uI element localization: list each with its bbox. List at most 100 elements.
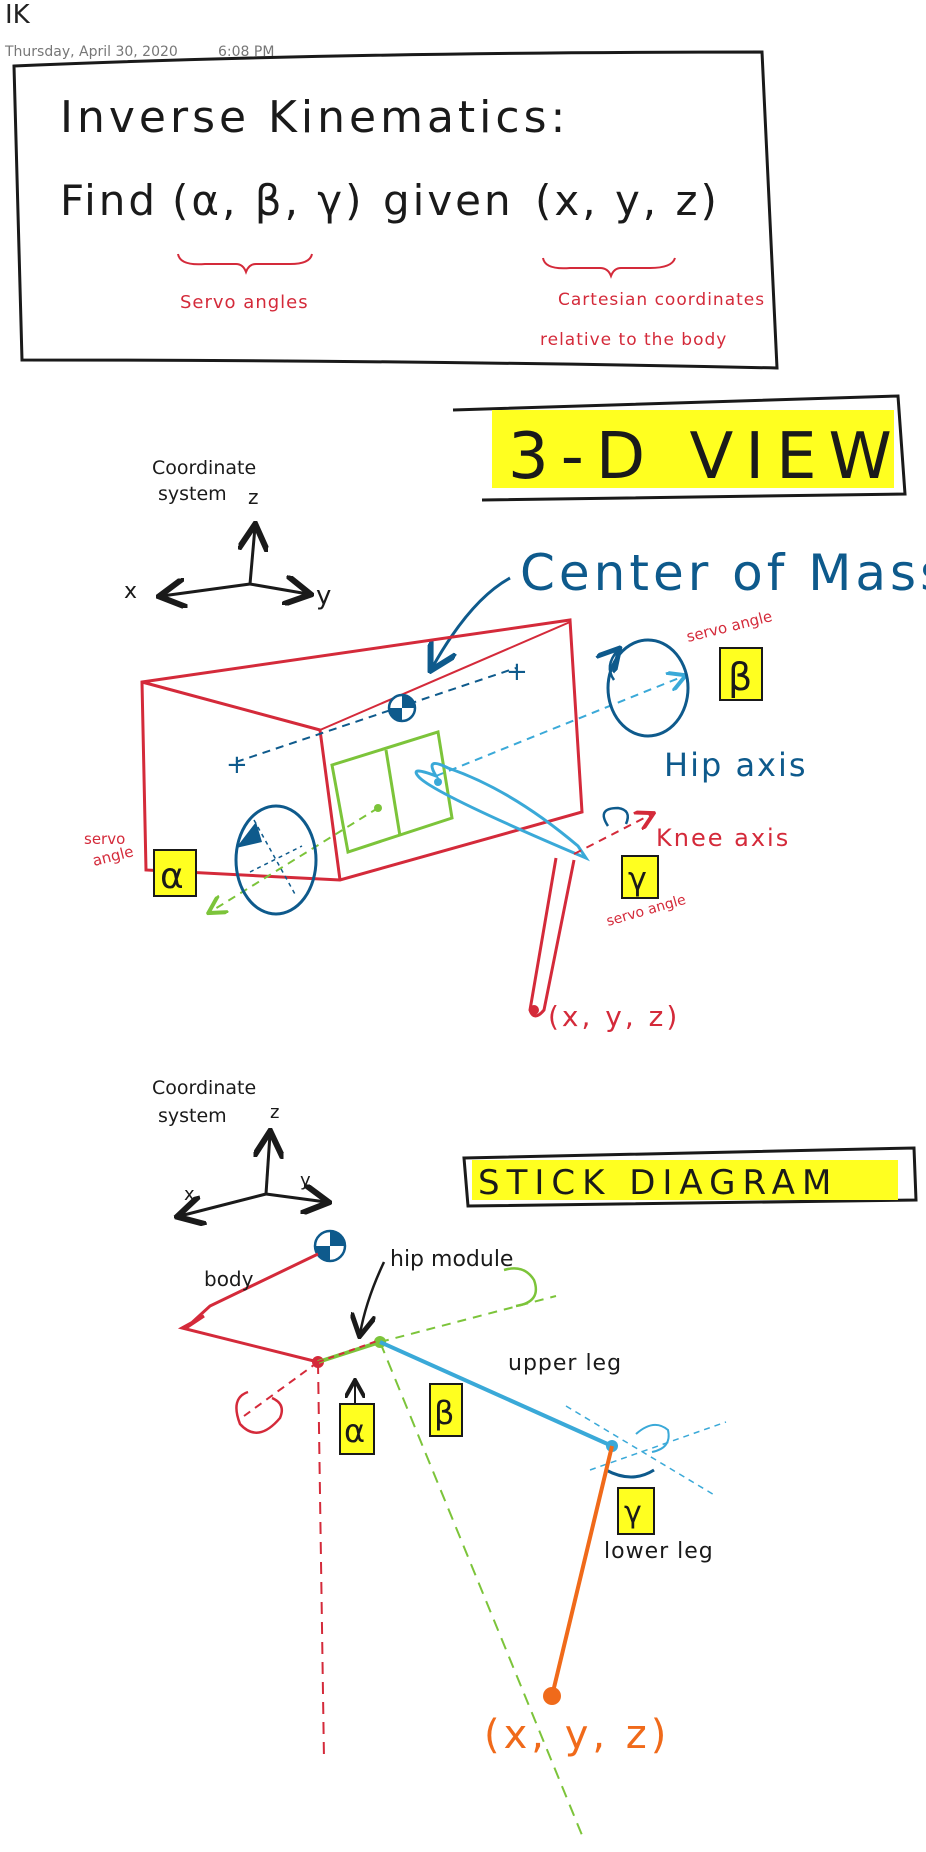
- page-title: IK: [5, 0, 30, 30]
- stick-alpha-vertical-dashed: [317, 1361, 325, 1761]
- cartesian-brace: [542, 257, 676, 279]
- stick-knee-axis-dashed-b: [589, 1421, 727, 1471]
- stick-center-of-mass-symbol: [313, 1229, 347, 1263]
- stick-axis-x-label: x: [184, 1184, 195, 1205]
- stick-axis-y-label: y: [300, 1170, 311, 1191]
- ik-coords: (x, y, z): [535, 176, 720, 225]
- view3d-axis-y-label: y: [316, 581, 331, 611]
- foot-point: [529, 1005, 539, 1015]
- robot-body-front-face: [141, 680, 342, 881]
- lower-leg-label: lower leg: [604, 1539, 714, 1564]
- stick-hip-rotation-arrow: [503, 1267, 538, 1308]
- knee-axis-label: Knee axis: [656, 824, 790, 852]
- view3d-banner-highlight: [492, 410, 894, 488]
- view3d-section: 3-D VIEW Coordinate system z x y Center …: [84, 394, 926, 1033]
- stick-beta-dashed: [379, 1341, 585, 1841]
- foot-label: (x, y, z): [548, 1000, 680, 1033]
- page-date: Thursday, April 30, 2020: [5, 44, 178, 60]
- alpha-rotation-spoke-a: [253, 819, 297, 897]
- view3d-axis-x-label: x: [124, 579, 137, 604]
- stick-banner-text: STICK DIAGRAM: [478, 1163, 838, 1203]
- stick-axis-z-arrow: [266, 1134, 270, 1195]
- view3d-coord-label-1: Coordinate: [152, 457, 256, 479]
- view3d-banner-frame: [452, 394, 907, 502]
- stick-axis-y-arrow: [265, 1194, 326, 1202]
- stick-alpha-label: α: [344, 1412, 365, 1450]
- alpha-label: α: [160, 856, 184, 897]
- stick-alpha-axis-dashed: [243, 1361, 319, 1417]
- hip-module-divider: [384, 749, 402, 837]
- hip-module-pointer: [360, 1261, 386, 1334]
- stick-alpha-highlight-box: [339, 1403, 375, 1455]
- hip-module-label: hip module: [390, 1247, 513, 1272]
- upper-leg-label: upper leg: [508, 1351, 622, 1376]
- page-time: 6:08 PM: [218, 44, 275, 60]
- ik-box-outline: [12, 50, 779, 370]
- body-axis-mark-right: +: [506, 657, 528, 687]
- gamma-label: γ: [628, 860, 647, 898]
- hip-axis-label: Hip axis: [664, 746, 808, 784]
- stick-diagram-section: STICK DIAGRAM Coordinate system z x y bo…: [152, 1077, 918, 1841]
- ik-given: given: [383, 176, 514, 225]
- stick-hip-axis-dashed: [379, 1295, 557, 1343]
- stick-beta-highlight-box: [429, 1383, 463, 1437]
- view3d-banner-text: 3-D VIEW: [508, 420, 904, 494]
- stick-lower-leg: [550, 1445, 614, 1697]
- servo-angles-brace: [177, 253, 313, 275]
- cartesian-line-1: Cartesian coordinates: [558, 290, 765, 310]
- stick-axis-z-label: z: [270, 1102, 279, 1123]
- view3d-axis-y-arrow: [249, 584, 308, 594]
- view3d-axis-x-arrow: [162, 584, 251, 596]
- ik-heading: Inverse Kinematics:: [60, 92, 569, 143]
- alpha-highlight-box: [153, 849, 197, 897]
- stick-banner-frame: [462, 1146, 918, 1208]
- cartesian-line-2: relative to the body: [540, 330, 727, 350]
- stick-beta-label: β: [434, 1394, 454, 1432]
- beta-rotation-circle: [606, 638, 690, 738]
- ik-angles: (α, β, γ): [172, 176, 365, 225]
- stick-knee-rotation-arrow: [635, 1423, 670, 1453]
- robot-body-edge-top: [319, 621, 571, 731]
- beta-label: β: [728, 655, 752, 699]
- alpha-rotation-spoke-b: [249, 845, 303, 873]
- stick-foot-label: (x, y, z): [484, 1712, 670, 1758]
- center-of-mass-label: Center of Mass: [520, 544, 926, 602]
- view3d-axis-z-arrow: [250, 527, 255, 585]
- stick-banner-highlight: [472, 1160, 898, 1200]
- ik-find: Find: [60, 176, 158, 225]
- gamma-highlight-box: [621, 855, 659, 899]
- stick-alpha-rotation-arrow: [235, 1390, 283, 1434]
- hip-axis-dashed: [435, 676, 684, 777]
- knee-axis-dashed: [573, 814, 652, 855]
- stick-body-label: body: [204, 1267, 254, 1291]
- stick-gamma-arc: [605, 1468, 655, 1479]
- alpha-axis-dashed: [210, 807, 379, 912]
- center-of-mass-symbol: [387, 693, 417, 723]
- stick-knee-axis-dashed-a: [565, 1405, 717, 1497]
- stick-gamma-highlight-box: [617, 1487, 655, 1535]
- stick-hip-module-line: [317, 1340, 381, 1364]
- stick-axis-x-arrow: [180, 1192, 267, 1216]
- beta-highlight-box: [719, 647, 763, 701]
- gamma-rotation-arrow: [602, 806, 629, 827]
- beta-rotation-arrow: [610, 650, 618, 681]
- view3d-axis-z-label: z: [248, 485, 259, 509]
- stick-gamma-label: γ: [624, 1495, 642, 1530]
- alpha-servo-label-1: servo: [84, 830, 125, 848]
- lower-leg-shape: [528, 857, 576, 1018]
- stick-foot-point: [543, 1687, 561, 1705]
- hip-module-box: [330, 730, 454, 854]
- beta-servo-angle-label: servo angle: [685, 607, 774, 646]
- servo-angles-label: Servo angles: [180, 292, 309, 313]
- stick-coord-label-1: Coordinate: [152, 1077, 256, 1099]
- body-axis-dashed: [235, 667, 517, 763]
- body-axis-mark-left: +: [226, 750, 248, 780]
- upper-leg-pivot: [434, 778, 442, 786]
- ik-definition-box: Inverse Kinematics: Find (α, β, γ) given…: [12, 50, 779, 370]
- stick-upper-leg: [379, 1340, 613, 1448]
- alpha-rotation-circle: [234, 804, 318, 916]
- center-of-mass-pointer: [432, 576, 511, 668]
- stick-body-line: [177, 1252, 319, 1364]
- alpha-rotation-arrowhead: [236, 822, 262, 848]
